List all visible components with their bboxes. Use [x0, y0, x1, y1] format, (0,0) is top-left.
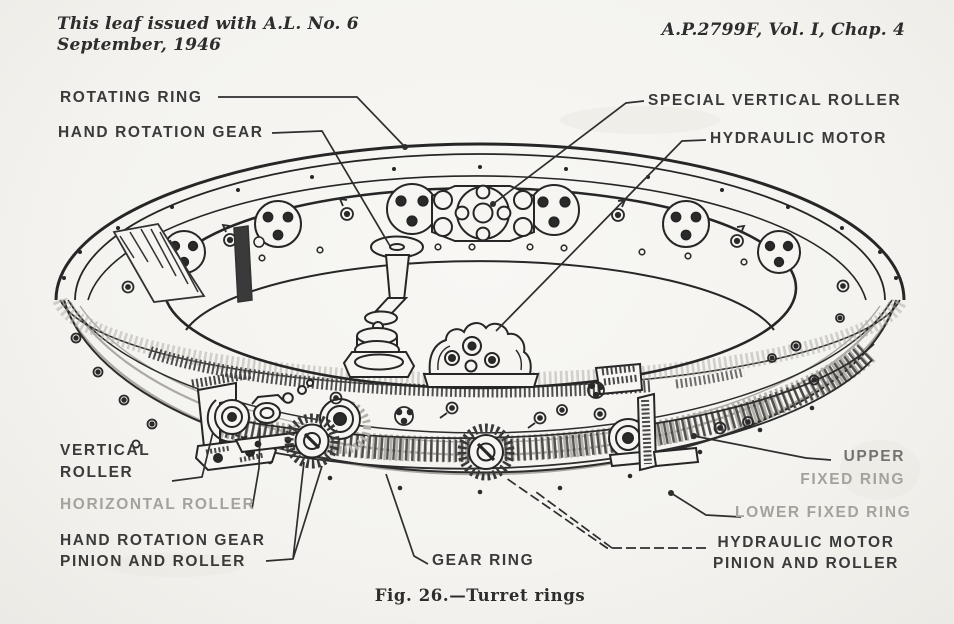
- leader-lines: [171, 96, 832, 565]
- label-lower-fixed-ring: LOWER FIXED RING: [735, 504, 912, 521]
- right-channel-bracket: [594, 362, 700, 472]
- label-vertical-roller-line1: VERTICAL: [60, 442, 151, 459]
- horizontal-roller-drawing: [251, 379, 314, 424]
- label-hm-pinion-line1: HYDRAULIC MOTOR: [717, 534, 895, 551]
- label-horizontal-roller: HORIZONTAL ROLLER: [60, 496, 256, 513]
- figure-caption: Fig. 26.—Turret rings: [374, 586, 586, 605]
- hydraulic-motor-drawing: [422, 322, 540, 388]
- left-cutaway-hatch: [112, 223, 265, 303]
- special-vertical-roller-drawing: [431, 184, 535, 242]
- leader-rotating-ring: [218, 96, 406, 148]
- leader-hydraulic-motor: [495, 139, 707, 332]
- leader-hand-rotation-gear: [271, 130, 391, 247]
- label-upper-fixed-ring-line2: FIXED RING: [800, 471, 905, 488]
- leader-special-vertical-roller: [492, 100, 645, 205]
- leader-vertical-roller: [171, 431, 214, 482]
- label-upper-fixed-ring-line1: UPPER: [843, 448, 905, 465]
- label-gear-ring: GEAR RING: [432, 552, 535, 569]
- hand-rotation-gear-pinion-drawing: [284, 398, 371, 469]
- leader-gear-ring: [385, 473, 429, 565]
- label-hrg-pinion-line2: PINION AND ROLLER: [60, 553, 246, 570]
- leader-upper-fixed-ring: [693, 435, 832, 461]
- label-hydraulic-motor: HYDRAULIC MOTOR: [710, 130, 887, 147]
- top-band-bolt-dots: [62, 165, 898, 280]
- label-hrg-pinion-line1: HAND ROTATION GEAR: [60, 532, 266, 549]
- issue-note-line2: September, 1946: [57, 34, 222, 55]
- label-special-vertical-roller: SPECIAL VERTICAL ROLLER: [648, 92, 902, 109]
- leader-lower-fixed-ring: [670, 492, 742, 518]
- label-hand-rotation-gear: HAND ROTATION GEAR: [58, 124, 264, 141]
- paper-texture: [105, 106, 920, 577]
- hydraulic-motor-pinion-drawing: [457, 418, 656, 481]
- issue-note: This leaf issued with A.L. No. 6 Septemb…: [57, 14, 359, 55]
- leader-hand-rotation-gear-pinion: [265, 461, 323, 562]
- front-band-lugs: [329, 381, 754, 435]
- side-rim-nuts: [70, 313, 845, 449]
- publication-reference: A.P.2799F, Vol. I, Chap. 4: [661, 20, 905, 40]
- label-vertical-roller-line2: ROLLER: [60, 464, 134, 481]
- label-rotating-ring: ROTATING RING: [60, 89, 203, 106]
- leader-hydraulic-motor-pinion: [505, 477, 706, 549]
- leader-horizontal-roller: [251, 427, 261, 510]
- vertical-roller-drawing: [191, 369, 310, 472]
- issue-note-line1: This leaf issued with A.L. No. 6: [57, 14, 359, 34]
- label-hm-pinion-line2: PINION AND ROLLER: [713, 555, 899, 572]
- hand-rotation-gear-drawing: [342, 235, 424, 378]
